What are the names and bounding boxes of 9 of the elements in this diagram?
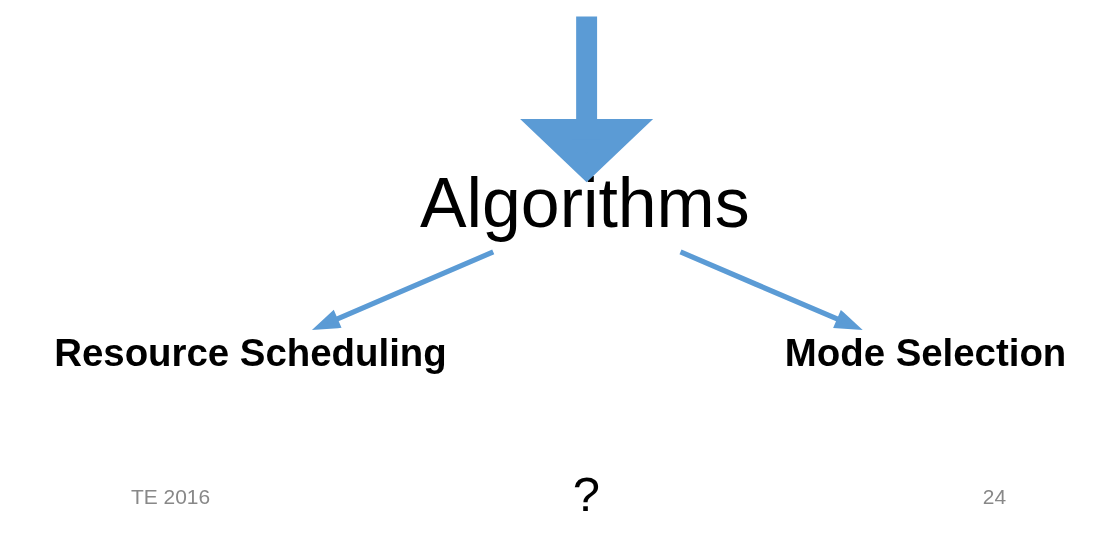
arrow xyxy=(520,16,654,183)
arrow xyxy=(679,249,863,330)
node-text: Mode Selection xyxy=(784,331,1067,375)
node-text: Algorithms xyxy=(419,164,750,243)
arrow xyxy=(311,249,495,330)
label: 24 xyxy=(982,485,1007,509)
label: TE 2016 xyxy=(131,485,211,509)
label: ? xyxy=(572,466,600,521)
node-text: Resource Scheduling xyxy=(54,331,447,375)
